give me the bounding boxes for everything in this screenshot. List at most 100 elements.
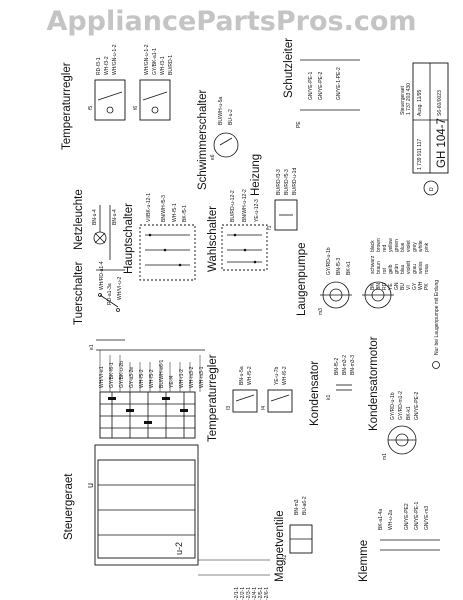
component-u: u	[85, 483, 95, 488]
pin-label-3: -2/3-1	[246, 587, 252, 600]
wire-label: BN-m3-2	[342, 355, 348, 375]
wire-label: GN/YE-1-PE-2	[336, 67, 342, 100]
wire-label: WH-f5-2	[139, 369, 145, 388]
component-r1: r1	[267, 225, 273, 230]
wire-label: RD-a1-3a	[107, 283, 113, 305]
wire-label: YE-u-7b	[274, 366, 280, 385]
legend-en: blue	[400, 242, 406, 252]
wire-label: BU/RD-f3-3	[276, 169, 282, 195]
wire-label: GN/YE-PE-1	[308, 71, 314, 100]
legend-code: GN	[394, 282, 400, 290]
wire-label: BU/WH-e6-1	[159, 359, 165, 388]
wire-label: GN/YE-PE-2	[414, 391, 420, 420]
component-f4: f4	[261, 406, 267, 410]
component-k1: k1	[326, 395, 332, 401]
laugenpumpe-group: m3 GY/RD-u-1b BN-f5-3 BK-k1	[318, 247, 394, 315]
magnetventile-group: x2 BN-m3 BU-a6-2	[282, 496, 313, 561]
wire-label: BN-f5-2	[334, 358, 340, 375]
legend-de: violett	[406, 260, 412, 274]
title-netzleuchte: Netzleuchte	[73, 189, 85, 250]
title-temperaturregler-lower: Temperaturregler	[207, 354, 219, 442]
wahlschalter-group: BU/RD-u-12-2 BN/WH-u-12-2 YE-u-12-3	[221, 189, 268, 271]
wire-label: BK-f5-1	[182, 205, 188, 222]
legend-en: grey	[412, 242, 418, 252]
legend-de: blau	[400, 264, 406, 274]
footnote-text: Nur bei Laugenpumpe mit Erdung	[434, 280, 440, 355]
title-part-no: 1 739 911 117	[417, 139, 423, 170]
wire-label: GN/YE-m3	[424, 506, 430, 530]
wire-label: BU-u-2	[228, 109, 234, 125]
pin-label-5: -2/5-1	[258, 587, 264, 600]
legend-code: BU	[400, 283, 406, 290]
controller-wire-labels: WH/VI-e1 GY/BK-f6-1 GY/BK-u-2b GY-a3-2e …	[96, 349, 205, 392]
wire-label: WH-f3-2	[104, 56, 110, 75]
title-magnetventile: Magnetventile	[274, 510, 286, 582]
legend-de: grau	[412, 264, 418, 274]
legend-code: VI	[406, 285, 412, 290]
legend-de: schwarz	[370, 255, 376, 274]
wire-label: BN-u-4	[112, 209, 118, 225]
title-schwimmerschalter: Schwimmerschalter	[197, 90, 209, 190]
wire-label: WH/GN-u-1-2	[144, 44, 150, 75]
wire-label: WH-f5-2	[247, 366, 253, 385]
wire-label: GY/BK-f6-1	[109, 362, 115, 388]
legend-en: green	[394, 239, 400, 252]
schwimmerschalter-group: e6 BU/WH-u-5a BU-u-2	[210, 96, 239, 160]
legend-en: yellow	[388, 238, 394, 252]
component-pe: PE	[296, 121, 302, 128]
wire-label: BU/RD-u-12-2	[230, 190, 236, 222]
wire-label: WH/VI-u-2	[117, 276, 123, 300]
wire-label: VI/BK-u-12-1	[146, 193, 152, 222]
wire-label: GY/BK-a1-1	[152, 48, 158, 75]
legend-de: weiss	[418, 261, 424, 274]
wire-label: GY/RD-u-1b	[390, 392, 396, 420]
legend-de: rosa	[424, 264, 430, 274]
title-drawing-no: S6-60/0023	[437, 90, 443, 116]
wire-label: WH/RD-a1-4	[99, 261, 105, 290]
wire-label: WH/GN-u-1-2	[112, 44, 118, 75]
title-block: 1 739 911 117 Ausg. 11/95 GH 104-7 S6-60…	[400, 62, 449, 196]
legend-de: braun	[376, 261, 382, 274]
pin-label-2: -2/2-1	[240, 587, 246, 600]
wire-label: WH-m3-2	[189, 366, 195, 388]
wire-label: WH-f5-1	[172, 203, 178, 222]
wire-label: BN-m3-3	[350, 355, 356, 375]
wire-label: WH/VI-e1	[99, 366, 105, 388]
wire-label: BN-f5-3	[336, 258, 342, 275]
component-f6: f6	[133, 106, 139, 110]
wire-label: GY/RD-u-1b	[326, 247, 332, 275]
wire-label: GY-a3-2e	[129, 367, 135, 388]
title-hauptschalter: Hauptschalter	[123, 203, 135, 274]
wire-label: WH-m3-1	[199, 366, 205, 388]
legend-de: rot	[382, 268, 388, 274]
wire-label: BU/RD-1	[168, 55, 174, 75]
footnote: Nur bei Laugenpumpe mit Erdung	[432, 280, 440, 369]
title-steuergeraet: Steuergeraet	[63, 473, 75, 540]
temperaturregler-lower-group: f3 f4 BN-u-5a WH-f5-2 YE-u-7b WH-f6-2	[226, 366, 293, 413]
component-e6: e6	[210, 154, 216, 160]
legend-code: RD	[382, 282, 388, 290]
netzleuchte-group: BN-u-4 BN-u-4	[92, 205, 118, 260]
title-wahlschalter: Wahlschalter	[207, 206, 219, 272]
component-x2: x2	[282, 555, 288, 561]
wire-label: GN/YE-PE2	[404, 503, 410, 530]
wire-label: BN-m3	[294, 499, 300, 515]
wire-label: BK-a1-4a	[378, 509, 384, 530]
legend-code: WH	[418, 281, 424, 290]
legend-code: PK	[424, 283, 430, 290]
klemme-group: BK-a1-4a WH-u-2a GN/YE-PE2 GN/YE-PE-1 GN…	[378, 501, 440, 551]
title-kondensator: Kondensator	[309, 361, 321, 426]
wire-label: BU/WH-u-5a	[218, 96, 224, 125]
wire-label: BN-u-5a	[239, 366, 245, 385]
temperaturregler-upper-group: f5 f6 RD-f3-1 WH-f3-2 WH/GN-u-1-2 WH/GN-…	[88, 44, 174, 121]
wire-label: WH-u-2a	[388, 510, 394, 530]
steuergeraet-block: u u-2 -2/1-1 -2/2-1 -2/3-1 -2/4-1 -2/5-1…	[85, 391, 270, 600]
schutzleiter-group: PE GN/YE-PE-1 GN/YE-PE-2 GN/YE-1-PE-2	[296, 59, 360, 128]
legend-en: brown	[376, 238, 382, 252]
title-steuergeraet-part: 1 737 203 430	[406, 83, 412, 115]
wire-label: WH-f6-2	[282, 366, 288, 385]
legend-code: YE	[388, 283, 394, 290]
legend-en: black	[370, 240, 376, 252]
legend-code: BN	[376, 283, 382, 290]
component-m1: m1	[382, 453, 388, 460]
